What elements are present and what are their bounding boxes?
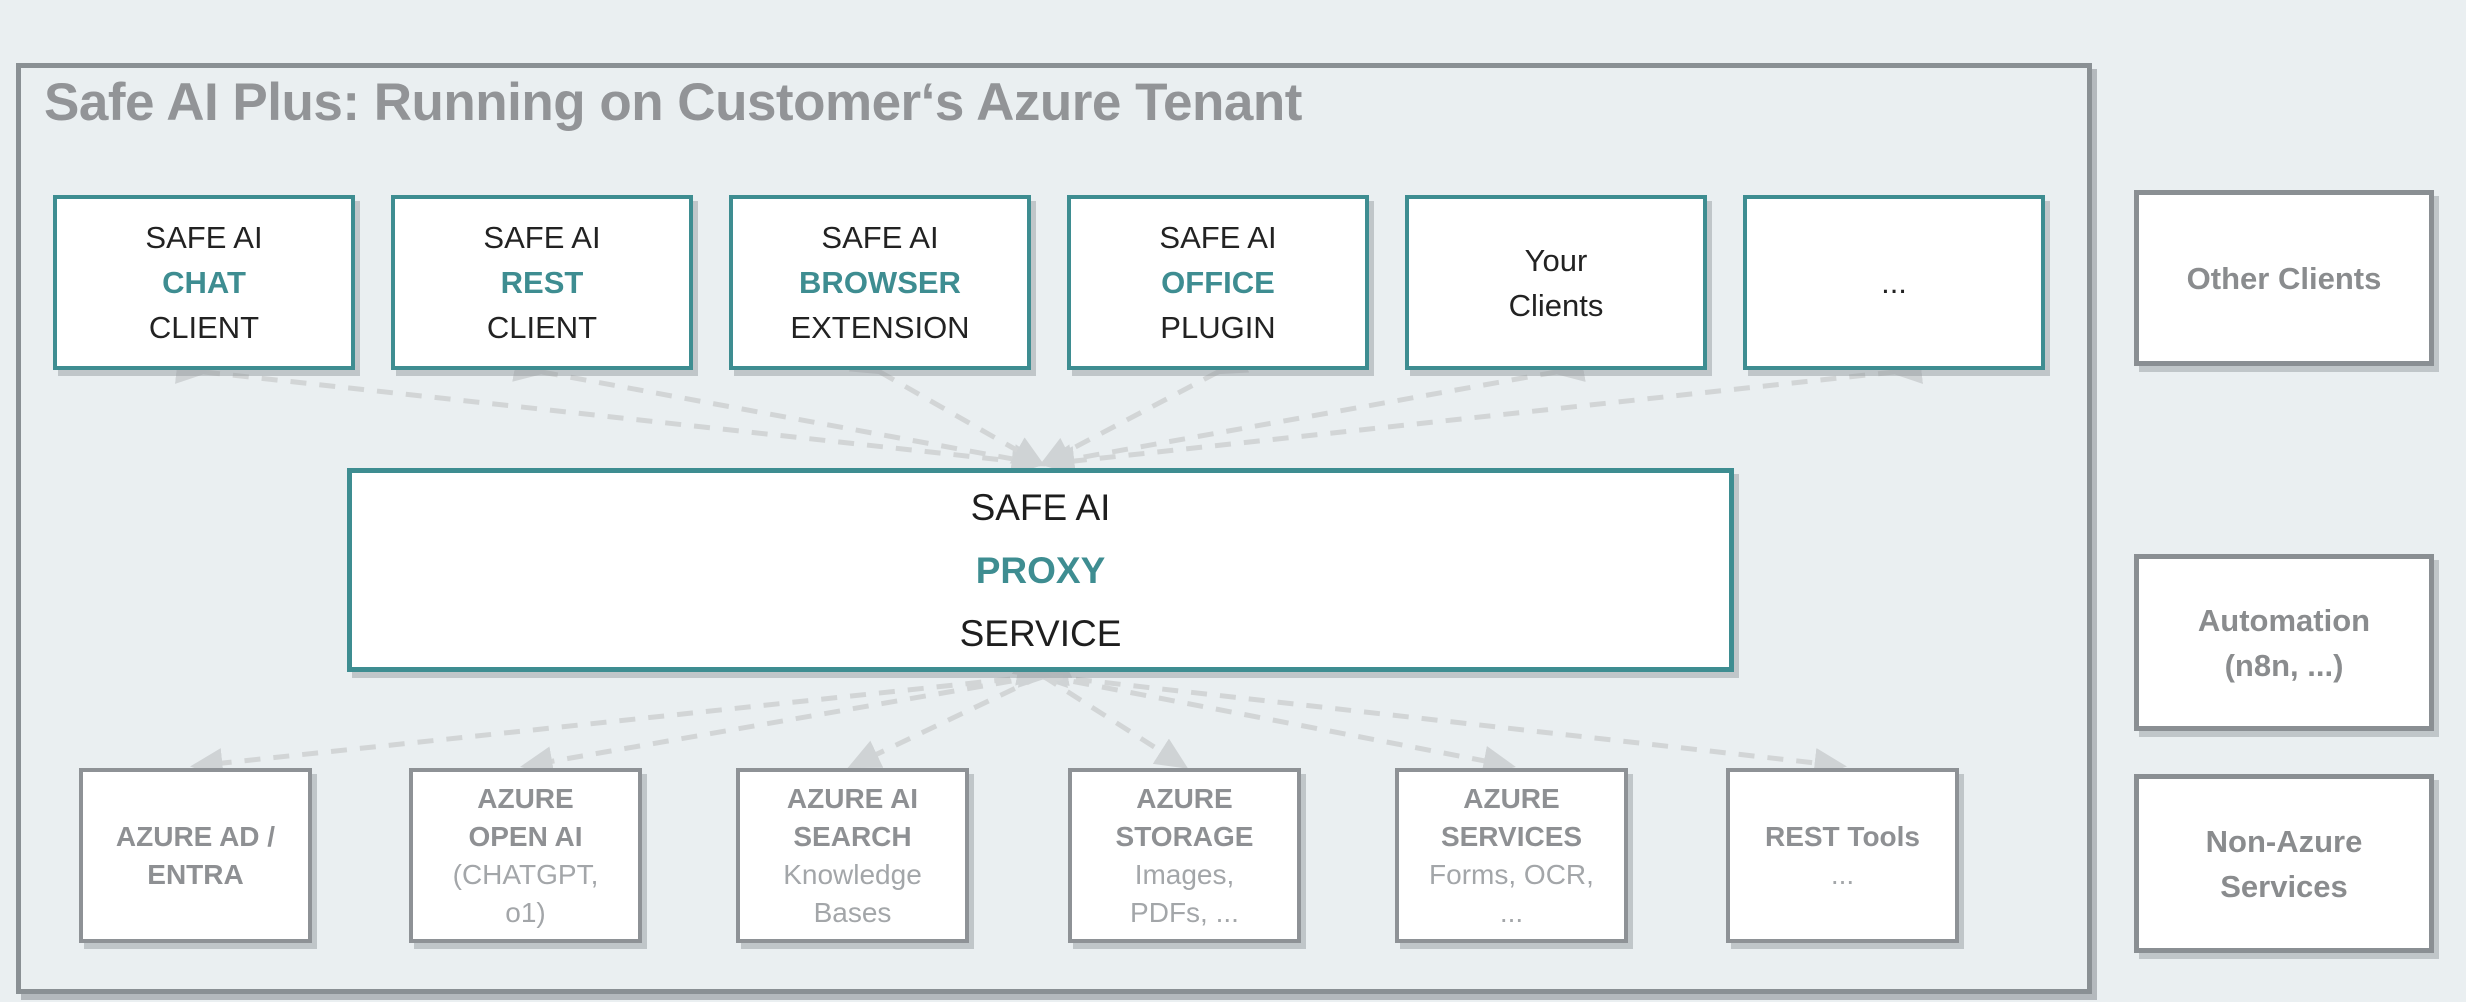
- box-line: SAFE AI: [821, 220, 939, 255]
- connector-line: [847, 650, 1073, 769]
- box-line: Forms, OCR,: [1429, 858, 1594, 890]
- box-line: BROWSER: [799, 265, 961, 300]
- service-box-azure-ad-entra: AZURE AD / ENTRA: [79, 768, 312, 943]
- box-line: CLIENT: [148, 310, 260, 345]
- box-line: PROXY: [975, 549, 1106, 591]
- box-line: (CHATGPT,: [452, 858, 599, 890]
- box-line: REST: [500, 265, 584, 300]
- page-title: Safe AI Plus: Running on Customer‘s Azur…: [44, 73, 1302, 132]
- external-box-other-clients: Other Clients: [2134, 190, 2434, 366]
- service-box-rest-tools: REST Tools ...: [1726, 768, 1959, 943]
- service-box-azure-ai-search: AZURE AI SEARCH Knowledge Bases: [736, 768, 969, 943]
- service-box-azure-open-ai: AZURE OPEN AI (CHATGPT, o1): [409, 768, 642, 943]
- box-line: CLIENT: [486, 310, 598, 345]
- client-box-rest-client: SAFE AI REST CLIENT: [391, 195, 693, 370]
- box-line: SAFE AI: [145, 220, 263, 255]
- ellipsis-label: ...: [1881, 265, 1907, 300]
- client-box-chat-client: SAFE AI CHAT CLIENT: [53, 195, 355, 370]
- box-line: SERVICE: [959, 612, 1122, 654]
- box-line: Automation: [2197, 602, 2371, 638]
- box-line: REST Tools: [1764, 820, 1921, 852]
- service-box-azure-services: AZURE SERVICES Forms, OCR, ...: [1395, 768, 1628, 943]
- box-line: SAFE AI: [483, 220, 601, 255]
- client-box-more-clients: ...: [1743, 195, 2045, 370]
- connector-line: [175, 354, 1044, 476]
- box-line: Services: [2220, 868, 2348, 904]
- connector-line: [1042, 354, 1923, 476]
- box-line: ...: [1499, 896, 1524, 928]
- box-line: AZURE: [1463, 782, 1560, 814]
- box-line: CHAT: [162, 265, 246, 300]
- box-line: Bases: [813, 896, 892, 928]
- client-box-office-plugin: SAFE AI OFFICE PLUGIN: [1067, 195, 1369, 370]
- box-line: OPEN AI: [468, 820, 583, 852]
- box-line: SAFE AI: [970, 486, 1111, 528]
- proxy-service-box: SAFE AI PROXY SERVICE: [347, 468, 1734, 672]
- box-line: ...: [1830, 858, 1855, 890]
- box-line: SAFE AI: [1159, 220, 1277, 255]
- box-line: SERVICES: [1440, 820, 1583, 852]
- external-box-automation: Automation (n8n, ...): [2134, 554, 2434, 731]
- box-line: PDFs, ...: [1130, 896, 1239, 928]
- box-line: Non-Azure: [2205, 823, 2363, 859]
- connector-line: [190, 658, 1068, 778]
- box-line: Knowledge: [783, 858, 922, 890]
- box-line: AZURE AD /: [115, 820, 276, 852]
- box-line: AZURE: [1136, 782, 1233, 814]
- service-box-azure-storage: AZURE STORAGE Images, PDFs, ...: [1068, 768, 1301, 943]
- box-line: Your: [1524, 242, 1588, 278]
- box-line: AZURE AI: [786, 782, 919, 814]
- connector-line: [848, 345, 1046, 467]
- box-line: (n8n, ...): [2224, 647, 2344, 683]
- connector-line: [1015, 656, 1516, 776]
- box-line: Images,: [1134, 858, 1235, 890]
- box-line: AZURE: [477, 782, 574, 814]
- box-line: SEARCH: [793, 820, 912, 852]
- box-line: EXTENSION: [790, 310, 970, 345]
- box-line: PLUGIN: [1160, 310, 1276, 345]
- box-line: o1): [505, 896, 546, 928]
- box-line: Other Clients: [2186, 260, 2382, 296]
- azure-tenant-container: [16, 63, 2092, 994]
- box-line: OFFICE: [1161, 265, 1275, 300]
- box-line: Clients: [1508, 287, 1604, 323]
- box-line: STORAGE: [1115, 820, 1254, 852]
- client-box-your-clients: Your Clients: [1405, 195, 1707, 370]
- box-line: ENTRA: [147, 858, 244, 890]
- external-box-non-azure-services: Non-Azure Services: [2134, 774, 2434, 953]
- client-box-browser-extension: SAFE AI BROWSER EXTENSION: [729, 195, 1031, 370]
